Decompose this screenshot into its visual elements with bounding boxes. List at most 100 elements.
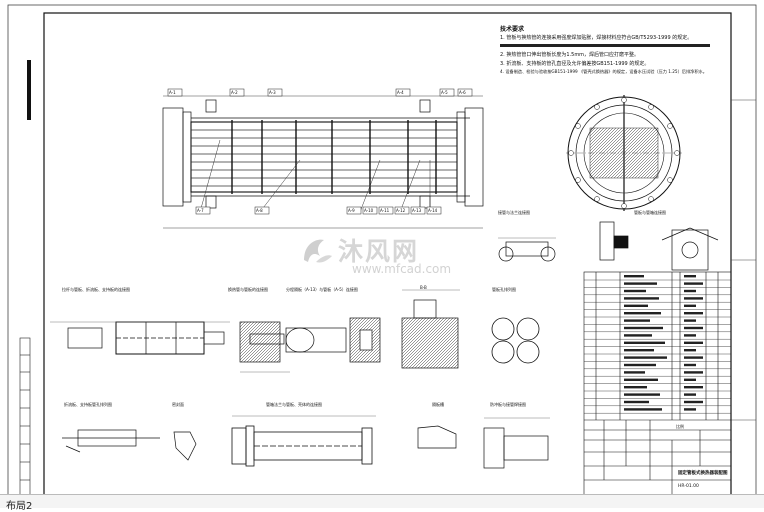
detail-channel xyxy=(483,417,550,469)
parts-row-text xyxy=(624,393,660,396)
parts-row-material xyxy=(684,371,703,374)
mark-a4: A-4 xyxy=(397,90,404,95)
caption-detail-2: 换热管与管板的连接图 xyxy=(228,287,268,292)
mark-a11: A-11 xyxy=(380,208,390,213)
parts-row-text xyxy=(624,356,667,359)
parts-row-material xyxy=(684,386,703,389)
mark-a7: A-7 xyxy=(197,208,204,213)
left-stack-table xyxy=(19,337,31,499)
detail-hole-pattern xyxy=(491,317,540,364)
tech-note-2: 2. 换热管管口伸出管板长度为1.5mm，焊后管口应打磨平整。 xyxy=(500,52,640,58)
title-block-grid xyxy=(584,419,731,500)
parts-row-text xyxy=(624,349,654,352)
detail-groove xyxy=(599,221,719,271)
parts-row-text xyxy=(624,408,662,411)
caption-detail-12: B-B xyxy=(420,285,427,290)
layout-tab-2[interactable]: 布局2 xyxy=(6,501,33,512)
left-bar xyxy=(27,60,31,120)
detail-tie-rod xyxy=(50,321,230,355)
caption-detail-6: 折流板、支持板管孔排列图 xyxy=(64,402,112,407)
parts-row-text xyxy=(624,289,646,293)
mark-a6: A-6 xyxy=(459,90,466,95)
main-assembly-view xyxy=(162,95,484,229)
detail-seal-face-2 xyxy=(173,431,197,461)
parts-row-material xyxy=(684,297,703,300)
parts-row-material xyxy=(684,363,696,367)
caption-detail-10: 隔板槽 xyxy=(432,402,444,407)
parts-row-text xyxy=(624,282,657,285)
caption-detail-7: 密封面 xyxy=(172,402,184,407)
parts-row-material xyxy=(684,400,703,404)
detail-impingement xyxy=(417,425,457,449)
main-view-balloons xyxy=(167,88,473,215)
parts-row-material xyxy=(684,304,696,307)
watermark-url: www.mfcad.com xyxy=(352,262,452,276)
scale-label: 比例 xyxy=(676,424,684,429)
parts-row-material xyxy=(684,356,703,359)
bolt-holes xyxy=(568,97,680,209)
parts-row-material xyxy=(684,341,703,344)
parts-row-text xyxy=(624,297,659,300)
caption-detail-1: 拉杆与管板、折流板、支持板的连接图 xyxy=(62,287,130,292)
parts-row-material xyxy=(684,334,696,337)
tubesheet-end-view xyxy=(566,95,682,211)
parts-row-text xyxy=(624,319,650,322)
parts-row-material xyxy=(684,349,696,352)
mark-a1: A-1 xyxy=(169,90,176,95)
detail-sealing-face xyxy=(401,289,460,369)
tech-note-4: 4. 设备制造、检验与验收按GB151-1999 《管壳式换热器》的规定，设备水… xyxy=(500,69,707,74)
layout-tab-bar xyxy=(0,494,764,508)
parts-row-text xyxy=(624,312,661,315)
parts-row-text xyxy=(624,304,648,307)
mark-a8: A-8 xyxy=(256,208,263,213)
parts-row-text xyxy=(624,334,652,337)
drawing-name: 固定管板式换热器装配图 xyxy=(678,471,728,476)
mark-a10: A-10 xyxy=(364,208,374,213)
parts-row-text xyxy=(624,378,658,381)
caption-detail-3: 分程隔板（A-13）与管板（A-5）连接图 xyxy=(286,287,358,292)
detail-partition xyxy=(285,317,381,363)
parts-row-material xyxy=(684,326,703,330)
parts-row-text xyxy=(624,371,645,374)
parts-row-material xyxy=(684,275,696,278)
parts-row-material xyxy=(684,282,703,285)
parts-rows xyxy=(584,275,731,414)
mark-a3: A-3 xyxy=(269,90,276,95)
parts-row-text xyxy=(624,363,656,367)
parts-list xyxy=(583,271,732,501)
watermark-brand: 沐风网 xyxy=(338,237,420,266)
mark-a9: A-9 xyxy=(348,208,355,213)
tech-note-3: 3. 折流板、支持板的管孔直径及允许偏差按GB151-1999 的规定。 xyxy=(500,61,650,67)
parts-row-material xyxy=(684,312,703,315)
mark-a14: A-14 xyxy=(428,208,438,213)
watermark-logo-icon xyxy=(300,234,334,268)
detail-tube-joint xyxy=(239,321,290,373)
parts-row-text xyxy=(624,386,647,389)
detail-baffle-holes xyxy=(62,429,160,453)
mark-a13: A-13 xyxy=(412,208,422,213)
parts-row-text xyxy=(624,400,649,404)
tech-note-1: 1. 管板与换热管的连接采用强度焊加贴胀，焊接材料应符合GB/T5293-199… xyxy=(500,35,693,41)
caption-detail-8: 管箱法兰与管板、壳体的连接图 xyxy=(266,402,322,407)
detail-nozzle-flange xyxy=(498,237,556,262)
parts-row-text xyxy=(624,341,665,344)
mark-a5: A-5 xyxy=(441,90,448,95)
parts-row-material xyxy=(684,378,696,381)
caption-detail-4: 管板孔排列图 xyxy=(492,287,516,292)
caption-detail-9: 防冲板与接管焊接图 xyxy=(490,402,526,407)
mark-a2: A-2 xyxy=(231,90,238,95)
caption-detail-5: 接管与法兰连接图 xyxy=(498,210,530,215)
parts-row-material xyxy=(684,408,696,411)
detail-flange-shell xyxy=(231,415,376,467)
parts-row-material xyxy=(684,289,696,293)
parts-row-text xyxy=(624,326,663,330)
mark-a12: A-12 xyxy=(396,208,406,213)
drawing-number: HR-01.00 xyxy=(678,484,699,489)
parts-row-material xyxy=(684,319,696,322)
zone-ticks xyxy=(731,99,756,421)
parts-row-material xyxy=(684,393,696,396)
parts-row-text xyxy=(624,275,644,278)
tech-notes-title: 技术要求 xyxy=(500,26,525,33)
caption-detail-11: 管板与管箱连接图 xyxy=(634,210,666,215)
